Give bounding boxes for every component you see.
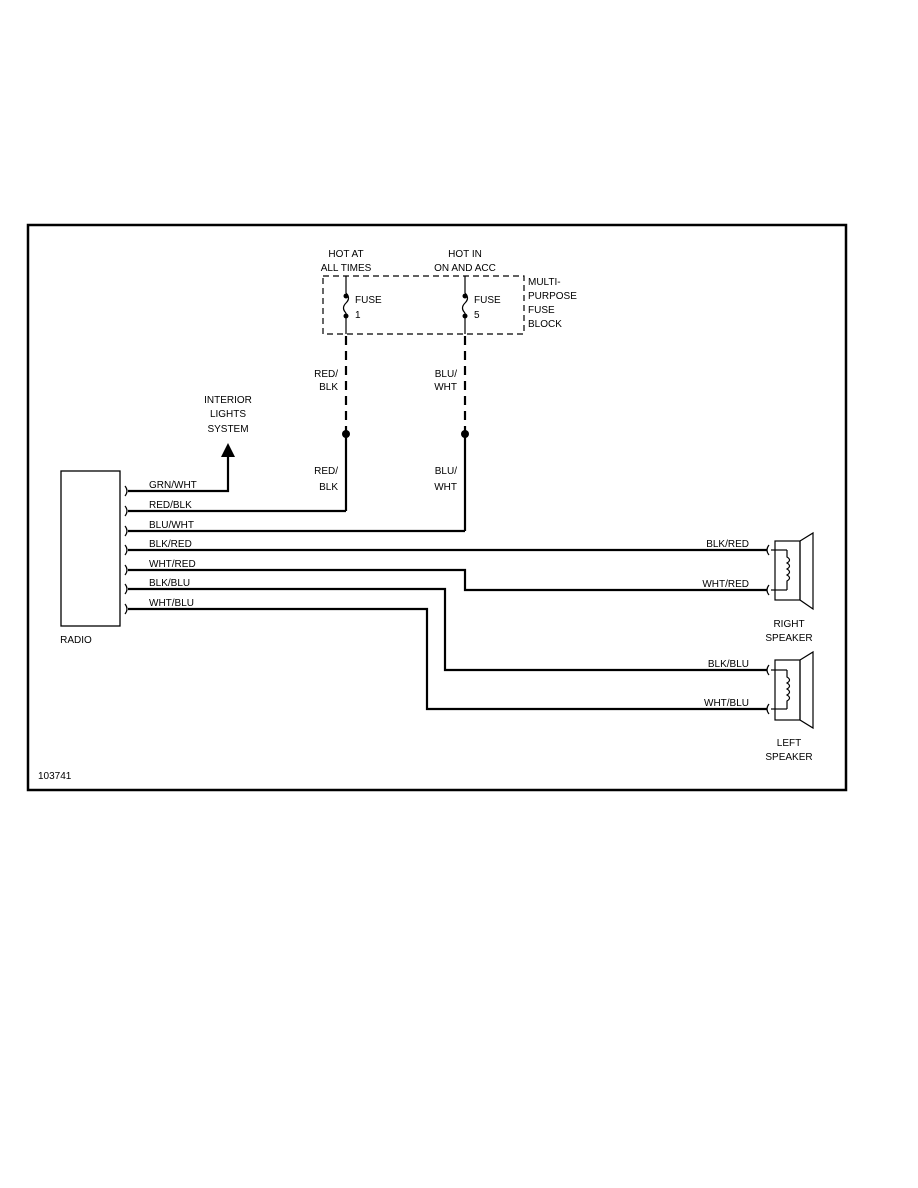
fuse-5-label: FUSE: [474, 295, 501, 306]
fuse5-upper-wire-label-line2: WHT: [434, 382, 457, 393]
fuse1-lower-wire-label-line1: RED/: [314, 466, 338, 477]
left-speaker-wire-label-blk-blu: BLK/BLU: [708, 659, 749, 670]
radio-wire-label-wht-blu: WHT/BLU: [149, 598, 194, 609]
fuse-5-symbol: [461, 276, 469, 334]
radio-label: RADIO: [60, 635, 92, 646]
radio-wire-label-blk-red: BLK/RED: [149, 539, 192, 550]
right-speaker-label-line1: RIGHT: [773, 619, 804, 630]
radio-wire-label-red-blk: RED/BLK: [149, 500, 192, 511]
radio-box: [60, 470, 121, 627]
fuse5-upper-wire-label-line1: BLU/: [435, 369, 457, 380]
wire-grn-wht: [128, 457, 230, 493]
hot-label-fuse1-line1: HOT AT: [328, 249, 363, 260]
right-speaker-symbol: [766, 531, 814, 611]
fuse1-lower-wire-label-line2: BLK: [319, 482, 338, 493]
radio-wire-label-blu-wht: BLU/WHT: [149, 520, 194, 531]
wire-wht-red: [128, 568, 767, 592]
radio-connector-pins: [124, 485, 128, 615]
wire-blk-blu: [128, 587, 767, 672]
left-speaker-wire-label-wht-blu: WHT/BLU: [704, 698, 749, 709]
fuse-1-label: FUSE: [355, 295, 382, 306]
fuse5-lower-wire-label-line2: WHT: [434, 482, 457, 493]
right-speaker-wire-label-wht-red: WHT/RED: [702, 579, 749, 590]
hot-label-fuse1-line2: ALL TIMES: [321, 263, 372, 274]
interior-lights-label-line3: SYSTEM: [207, 424, 248, 435]
fuse-block-name-line4: BLOCK: [528, 319, 562, 330]
wire-wht-blu: [128, 607, 767, 711]
fuse-1-symbol: [342, 276, 350, 334]
fuse-5-number: 5: [474, 310, 480, 321]
radio-wire-label-blk-blu: BLK/BLU: [149, 578, 190, 589]
interior-lights-label-line2: LIGHTS: [210, 409, 246, 420]
fuse-1-number: 1: [355, 310, 361, 321]
left-speaker-label-line2: SPEAKER: [765, 752, 812, 763]
radio-wire-label-grn-wht: GRN/WHT: [149, 480, 197, 491]
interior-lights-label-line1: INTERIOR: [204, 395, 252, 406]
fuse-block-name-line1: MULTI-: [528, 277, 561, 288]
left-speaker-symbol: [766, 650, 814, 730]
right-speaker-label-line2: SPEAKER: [765, 633, 812, 644]
fuse-5-feed: [461, 336, 469, 531]
fuse-1-feed: [342, 336, 350, 511]
fuse1-upper-wire-label-line2: BLK: [319, 382, 338, 393]
radio-wire-label-wht-red: WHT/RED: [149, 559, 196, 570]
diagram-frame: [26, 223, 848, 792]
fuse-block: HOT AT ALL TIMES HOT IN ON AND ACC MULTI…: [321, 249, 577, 335]
hot-label-fuse5-line2: ON AND ACC: [434, 263, 496, 274]
fuse-block-outline: [322, 275, 525, 335]
figure-id: 103741: [38, 771, 72, 782]
fuse-block-name-line2: PURPOSE: [528, 291, 577, 302]
left-speaker-label-line1: LEFT: [777, 738, 801, 749]
fuse1-upper-wire-label-line1: RED/: [314, 369, 338, 380]
right-speaker-wire-label-blk-red: BLK/RED: [706, 539, 749, 550]
fuse-block-name-line3: FUSE: [528, 305, 555, 316]
radio-wires: [128, 457, 767, 711]
hot-label-fuse5-line1: HOT IN: [448, 249, 482, 260]
arrow-up-icon: [221, 443, 235, 457]
fuse5-lower-wire-label-line1: BLU/: [435, 466, 457, 477]
